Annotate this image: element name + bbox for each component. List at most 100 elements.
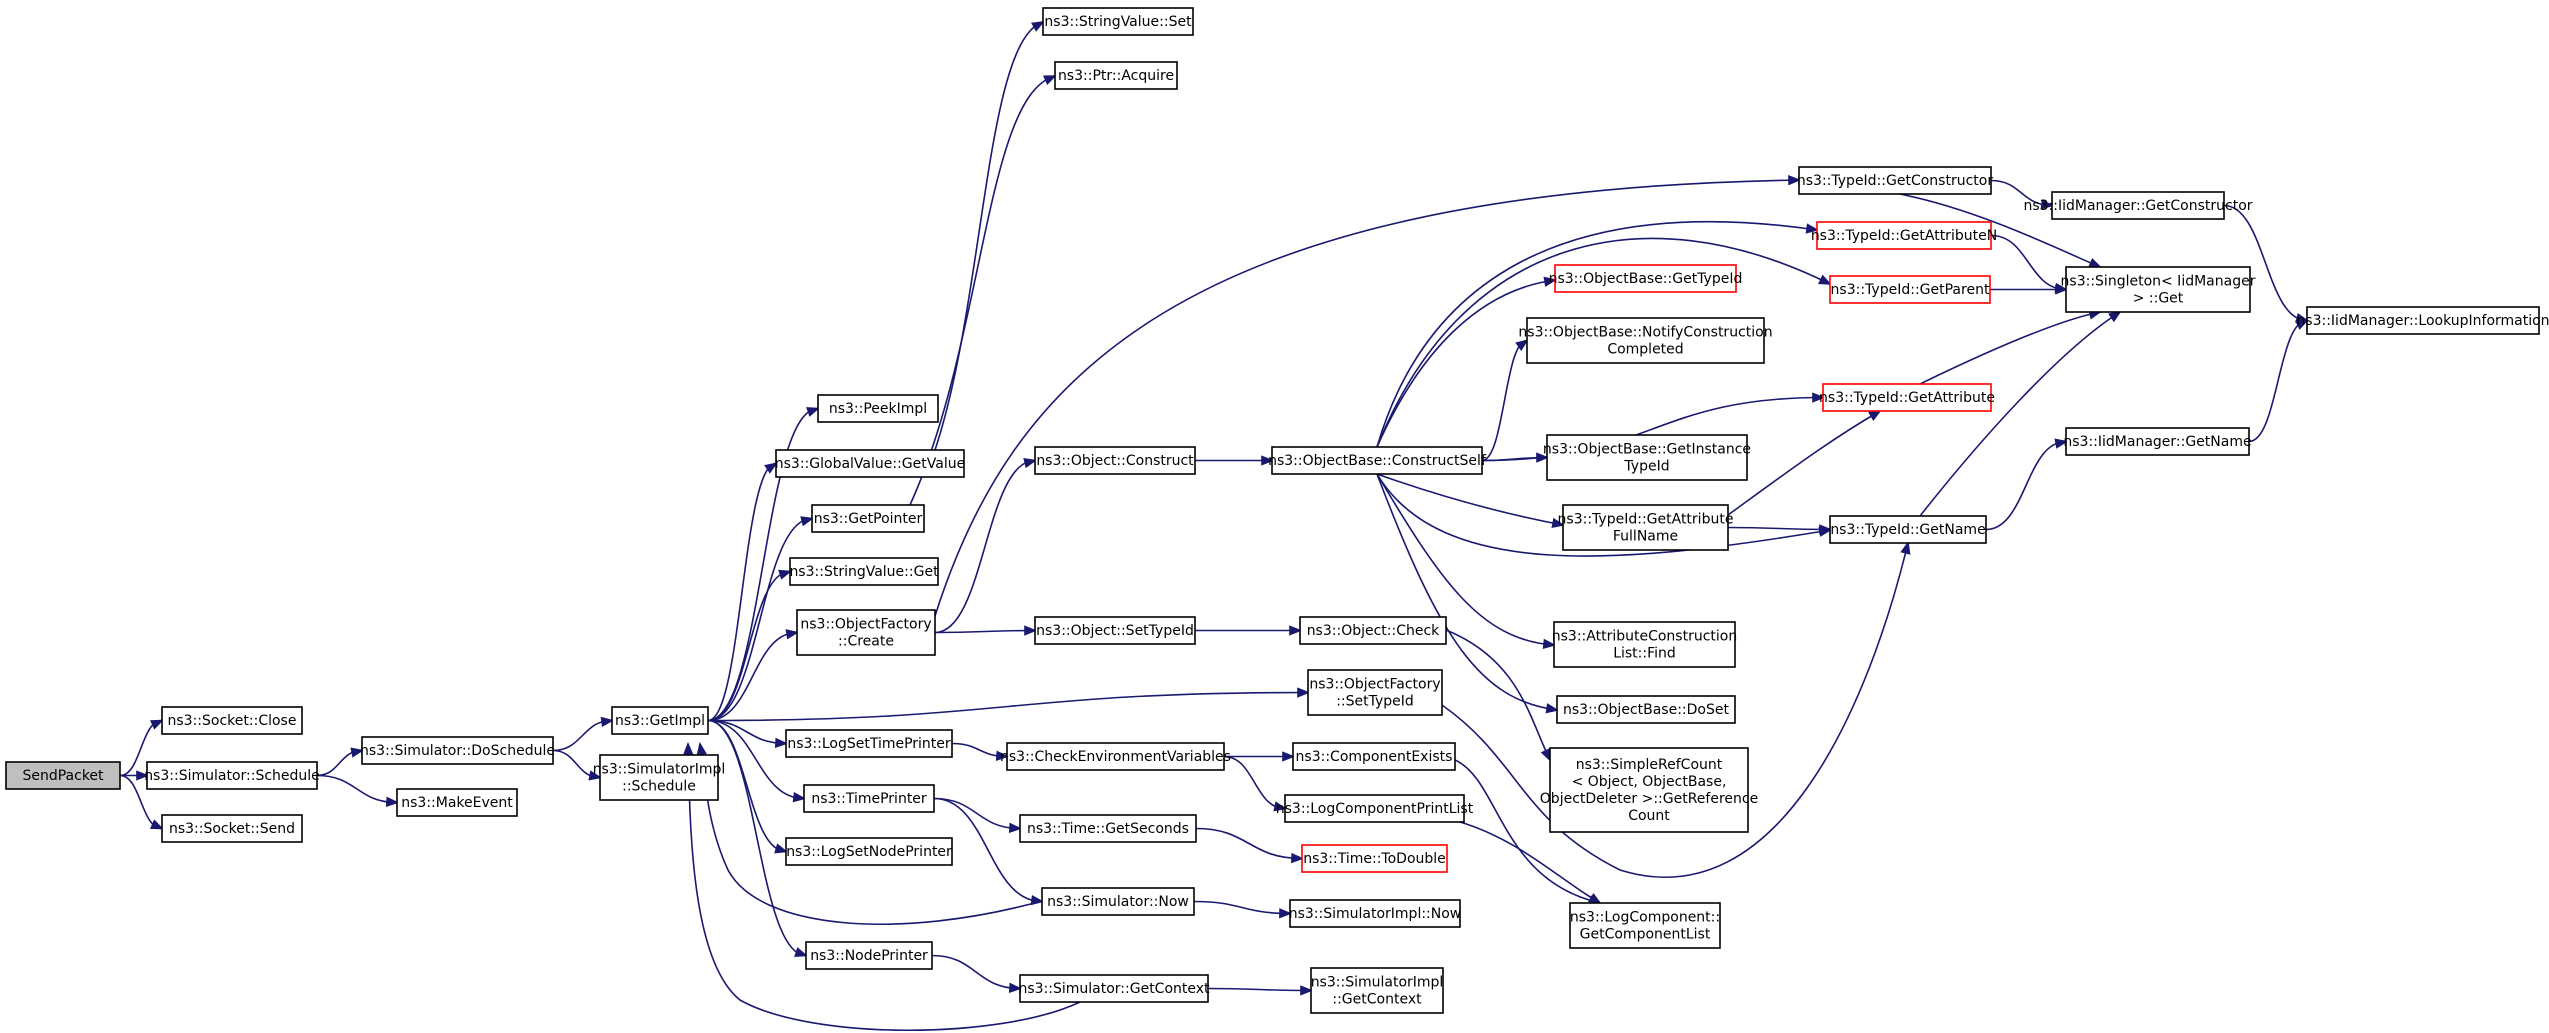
- node-simimpl-now[interactable]: ns3::SimulatorImpl::Now: [1289, 899, 1462, 928]
- node-logsetnode[interactable]: ns3::LogSetNodePrinter: [785, 837, 953, 866]
- node-label: ns3::Simulator::GetContext: [1018, 981, 1210, 997]
- node-compexists[interactable]: ns3::ComponentExists: [1292, 742, 1456, 771]
- node-ob-constructself[interactable]: ns3::ObjectBase::ConstructSelf: [1268, 446, 1487, 475]
- node-gv-getvalue[interactable]: ns3::GlobalValue::GetValue: [775, 449, 965, 478]
- node-tid-getparent[interactable]: ns3::TypeId::GetParent: [1829, 275, 1991, 304]
- node-label: ns3::Simulator::Now: [1047, 894, 1189, 910]
- node-label: ns3::IidManager::GetConstructor: [2023, 198, 2252, 214]
- node-box: [5, 761, 121, 790]
- node-label: Count: [1628, 808, 1670, 824]
- node-singleton-get[interactable]: ns3::Singleton< IidManager> ::Get: [2061, 266, 2256, 313]
- node-tid-getconstructor[interactable]: ns3::TypeId::GetConstructor: [1797, 166, 1993, 195]
- edge-getimpl-to-getpointer: [707, 516, 815, 722]
- node-lc-getcomplist[interactable]: ns3::LogComponent::GetComponentList: [1569, 902, 1721, 949]
- node-iid-getname[interactable]: ns3::IidManager::GetName: [2063, 427, 2252, 456]
- node-ob-gettypeid[interactable]: ns3::ObjectBase::GetTypeId: [1549, 264, 1743, 293]
- node-sv-get[interactable]: ns3::StringValue::Get: [789, 557, 939, 586]
- node-label: TypeId: [1623, 459, 1669, 475]
- node-box: [2065, 266, 2251, 313]
- node-label: ns3::IidManager::LookupInformation: [2296, 313, 2549, 329]
- node-logcompprint[interactable]: ns3::LogComponentPrintList: [1276, 794, 1474, 823]
- edge-getimpl-to-peekimpl: [707, 407, 821, 722]
- node-simimpl-schedule[interactable]: ns3::SimulatorImpl::Schedule: [593, 754, 726, 801]
- edge-sim_getcontext-to-simimpl_getcontext: [1207, 985, 1314, 996]
- node-box: [805, 941, 933, 970]
- node-label: ns3::Socket::Send: [169, 821, 295, 837]
- node-iid-getconstructor[interactable]: ns3::IidManager::GetConstructor: [2023, 191, 2253, 220]
- node-sim-schedule[interactable]: ns3::Simulator::Schedule: [144, 761, 320, 790]
- node-box: [2306, 306, 2540, 335]
- edge-of_settypeid-to-tid_getname: [1441, 540, 1911, 878]
- node-getimpl[interactable]: ns3::GetImpl: [611, 706, 709, 735]
- node-box: [1041, 887, 1195, 916]
- node-label: ns3::CheckEnvironmentVariables: [1000, 749, 1231, 765]
- node-label: ns3::Simulator::DoSchedule: [360, 743, 555, 759]
- node-sim-now[interactable]: ns3::Simulator::Now: [1041, 887, 1195, 916]
- node-simplerefcount[interactable]: ns3::SimpleRefCount< Object, ObjectBase,…: [1540, 747, 1758, 833]
- node-box: [803, 784, 935, 813]
- node-logsettime[interactable]: ns3::LogSetTimePrinter: [785, 729, 953, 758]
- node-label: ns3::IidManager::GetName: [2063, 434, 2251, 450]
- node-box: [1554, 264, 1737, 293]
- node-tid-getattributen[interactable]: ns3::TypeId::GetAttributeN: [1811, 221, 1997, 250]
- node-time-todouble[interactable]: ns3::Time::ToDouble: [1301, 844, 1448, 873]
- node-obj-check[interactable]: ns3::Object::Check: [1299, 616, 1447, 645]
- node-timeprinter[interactable]: ns3::TimePrinter: [803, 784, 935, 813]
- node-label: SendPacket: [22, 768, 104, 784]
- node-label: ::Create: [838, 634, 894, 650]
- node-getpointer[interactable]: ns3::GetPointer: [811, 504, 925, 533]
- node-tid-getname[interactable]: ns3::TypeId::GetName: [1829, 515, 1987, 544]
- node-simimpl-getcontext[interactable]: ns3::SimulatorImpl::GetContext: [1310, 967, 1444, 1014]
- node-of-create[interactable]: ns3::ObjectFactory::Create: [796, 609, 936, 656]
- node-obj-construct[interactable]: ns3::Object::Construct: [1034, 446, 1196, 475]
- node-label: ns3::MakeEvent: [401, 795, 513, 811]
- node-box: [1798, 166, 1992, 195]
- node-label: > ::Get: [2133, 291, 2184, 307]
- node-box: [2051, 191, 2225, 220]
- node-makeevent[interactable]: ns3::MakeEvent: [396, 788, 518, 817]
- edge-obj_construct-to-ob_constructself: [1195, 455, 1275, 466]
- node-box: [785, 729, 953, 758]
- node-ob-notify[interactable]: ns3::ObjectBase::NotifyConstructionCompl…: [1518, 317, 1773, 364]
- node-label: ns3::NodePrinter: [810, 948, 928, 964]
- node-label: < Object, ObjectBase,: [1572, 774, 1727, 790]
- edge-ob_constructself-to-ob_gettypeid: [1376, 276, 1558, 448]
- node-of-settypeid[interactable]: ns3::ObjectFactory::SetTypeId: [1307, 669, 1443, 716]
- node-label: ns3::ObjectBase::DoSet: [1563, 702, 1729, 718]
- node-obj-settypeid[interactable]: ns3::Object::SetTypeId: [1034, 616, 1196, 645]
- node-socket-close[interactable]: ns3::Socket::Close: [161, 706, 303, 735]
- node-ob-doset[interactable]: ns3::ObjectBase::DoSet: [1556, 695, 1736, 724]
- node-checkenv[interactable]: ns3::CheckEnvironmentVariables: [1000, 742, 1231, 771]
- node-nodeprinter[interactable]: ns3::NodePrinter: [805, 941, 933, 970]
- node-sim-getcontext[interactable]: ns3::Simulator::GetContext: [1018, 974, 1210, 1003]
- node-box: [1019, 814, 1197, 843]
- edge-sim_now-to-simimpl_now: [1193, 900, 1293, 919]
- node-box: [599, 754, 719, 801]
- node-label: ns3::LogSetTimePrinter: [787, 736, 951, 752]
- edge-nodeprinter-to-sim_getcontext: [931, 954, 1023, 993]
- node-label: ns3::LogComponentPrintList: [1276, 801, 1474, 817]
- node-label: ns3::TimePrinter: [811, 791, 927, 807]
- edge-getimpl-to-of_settypeid: [707, 687, 1311, 722]
- node-time-getseconds[interactable]: ns3::Time::GetSeconds: [1019, 814, 1197, 843]
- edge-ob_constructself-to-ob_doset: [1376, 473, 1560, 714]
- edge-tid_getparent-to-singleton_get: [1990, 284, 2069, 295]
- node-box: [1546, 434, 1748, 481]
- edge-logsettime-to-checkenv: [951, 742, 1010, 761]
- node-label: ::Schedule: [622, 779, 696, 795]
- node-peekimpl[interactable]: ns3::PeekImpl: [817, 394, 939, 423]
- node-sv-set[interactable]: ns3::StringValue::Set: [1042, 7, 1194, 36]
- node-sim-doschedule[interactable]: ns3::Simulator::DoSchedule: [360, 736, 555, 765]
- edge-tid_getconstructor-to-iid_getconstructor: [1990, 179, 2055, 210]
- node-tid-getattribute[interactable]: ns3::TypeId::GetAttribute: [1819, 383, 1995, 412]
- node-label: ns3::SimpleRefCount: [1576, 757, 1723, 773]
- node-sendpacket[interactable]: SendPacket: [5, 761, 121, 790]
- node-ptr-acquire[interactable]: ns3::Ptr::Acquire: [1054, 61, 1178, 90]
- node-socket-send[interactable]: ns3::Socket::Send: [161, 814, 303, 843]
- edge-of_create-to-obj_settypeid: [934, 625, 1038, 636]
- node-iid-lookup[interactable]: ns3::IidManager::LookupInformation: [2296, 306, 2549, 335]
- node-label: ns3::Time::GetSeconds: [1027, 821, 1189, 837]
